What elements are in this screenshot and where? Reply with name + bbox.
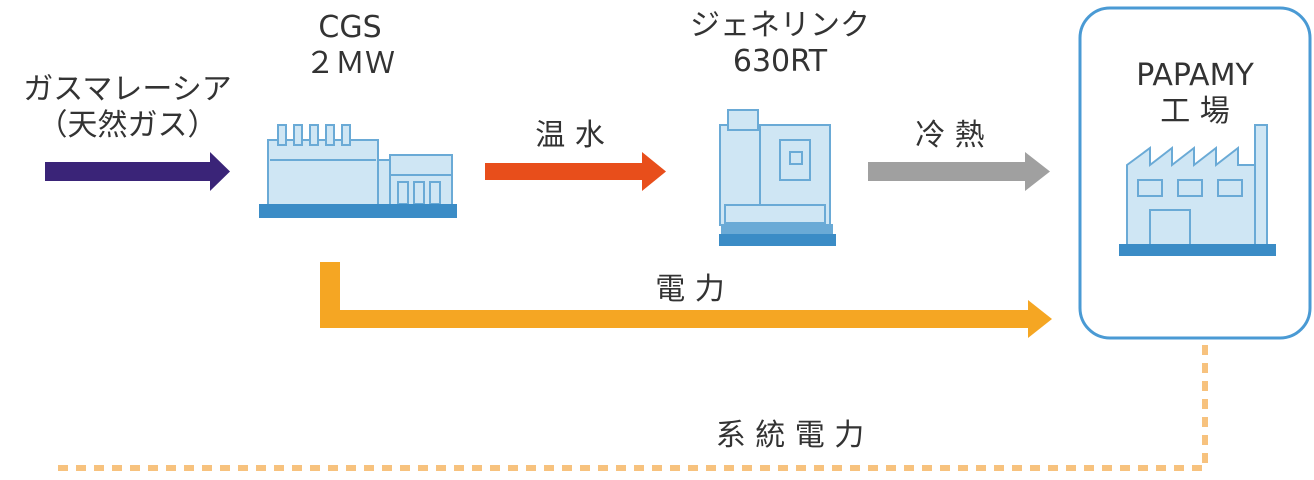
factory-label: PAPAMY 工 場 — [1120, 58, 1270, 130]
source-type: （天然ガス） — [37, 108, 218, 143]
factory-icon — [1119, 124, 1276, 256]
cgs-name: CGS — [318, 10, 382, 45]
hot-water-arrow — [485, 152, 666, 191]
factory-frame — [1078, 6, 1312, 340]
genelink-label: ジェネリンク 630RT — [680, 8, 880, 80]
power-label: 電 力 — [655, 272, 725, 307]
source-label: ガスマレーシア （天然ガス） — [0, 72, 255, 144]
factory-name: PAPAMY — [1136, 58, 1254, 93]
cgs-label: CGS ２ＭＷ — [295, 10, 405, 82]
cold-heat-label: 冷 熱 — [915, 118, 985, 153]
grid-power-label: 系 統 電 力 — [715, 418, 865, 453]
factory-type: 工 場 — [1160, 94, 1230, 129]
cgs-generator-icon — [259, 124, 457, 218]
genelink-name: ジェネリンク — [690, 8, 870, 43]
cgs-capacity: ２ＭＷ — [305, 46, 395, 81]
power-arrow — [320, 262, 1052, 338]
genelink-capacity: 630RT — [732, 44, 828, 79]
source-name: ガスマレーシア — [23, 72, 232, 107]
hot-water-label: 温 水 — [535, 118, 605, 153]
grid-power-line — [50, 345, 1208, 471]
gas-arrow — [45, 152, 230, 191]
genelink-chiller-icon — [719, 109, 836, 246]
cold-heat-arrow — [868, 152, 1050, 191]
